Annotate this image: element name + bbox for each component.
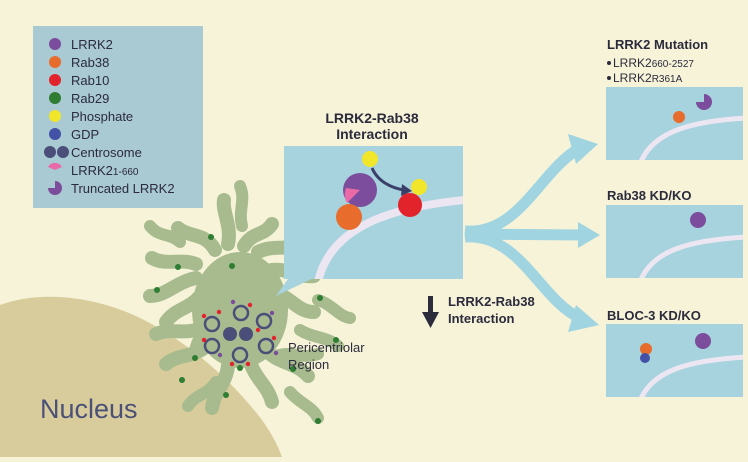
mutation-title: LRRK2 Mutation: [607, 37, 708, 52]
gdp-circle: [640, 353, 650, 363]
phosphate-circle: [411, 179, 427, 195]
lrrk2-fragment: [344, 188, 360, 203]
decrease-label: Interaction: [448, 311, 515, 326]
decrease-label: LRRK2-Rab38: [448, 294, 535, 309]
golgi-region: [143, 180, 356, 424]
pericentriolar-label: Pericentriolar: [288, 340, 365, 355]
rab10-protein: [398, 193, 422, 217]
rab29-dots: [154, 234, 339, 424]
centrosome-icon: [44, 146, 56, 158]
legend-label: Phosphate: [71, 109, 133, 124]
bullet-icon: [607, 76, 611, 80]
legend-label-sub: 1-660: [113, 167, 139, 178]
mutation-item-base: LRRK2: [613, 71, 652, 85]
branching-arrows: [464, 134, 600, 332]
legend-label: Rab29: [71, 91, 109, 106]
phosphorylation-arrow: [370, 167, 405, 192]
legend-label: Rab10: [71, 73, 109, 88]
truncated-lrrk2-icon: [696, 94, 712, 110]
lrrk2-protein: [695, 333, 711, 349]
rab38-icon: [49, 56, 61, 68]
pericentriolar-label: Region: [288, 357, 329, 372]
phosphate-circle: [362, 151, 378, 167]
rab38-protein: [673, 111, 685, 123]
mutation-item-sub: R361A: [652, 74, 683, 85]
pericentriolar-complex: [201, 299, 279, 367]
legend: LRRK2 Rab38 Rab10 Rab29 Phosphate GDP Ce…: [33, 26, 203, 208]
mutation-item: LRRK2660-2527: [613, 56, 694, 70]
legend-label: Centrosome: [71, 145, 142, 160]
membrane: [314, 196, 463, 279]
rab10-icon: [49, 74, 61, 86]
down-arrow-icon: [422, 312, 439, 328]
rab29-icon: [49, 92, 61, 104]
down-arrow-icon: [428, 296, 433, 313]
membrane: [639, 234, 743, 278]
centrosome-icon: [223, 327, 237, 341]
rab38-protein: [640, 343, 652, 355]
truncated-lrrk2-icon: [48, 181, 62, 195]
lrrk2-protein: [690, 212, 706, 228]
bullet-icon: [607, 61, 611, 65]
mutation-item: LRRK2R361A: [613, 71, 683, 85]
bloc3-kd-title: BLOC-3 KD/KO: [607, 308, 701, 323]
legend-box: [33, 26, 203, 208]
membrane: [639, 354, 743, 397]
interaction-panel: [284, 146, 463, 279]
arrowhead-icon: [401, 184, 412, 196]
legend-label-base: LRRK2: [71, 163, 113, 178]
center-title: LRRK2-Rab38: [325, 110, 419, 126]
rab38-protein: [336, 204, 362, 230]
center-title: Interaction: [336, 126, 408, 142]
rab38-kd-title: Rab38 KD/KO: [607, 188, 692, 203]
legend-label: GDP: [71, 127, 99, 142]
membrane: [639, 115, 743, 160]
legend-label: LRRK21-660: [71, 163, 139, 178]
centrosome-icon: [57, 146, 69, 158]
mutation-item-sub: 660-2527: [652, 59, 695, 70]
phosphate-icon: [49, 110, 61, 122]
mutation-item-base: LRRK2: [613, 56, 652, 70]
rab38-kd-panel: Rab38 KD/KO: [606, 188, 743, 278]
nucleus-shape: [0, 296, 282, 457]
lrrk2-fragment-icon: [48, 162, 62, 170]
gdp-icon: [49, 128, 61, 140]
legend-label: Rab38: [71, 55, 109, 70]
lrrk2-icon: [49, 38, 61, 50]
mutation-panel: LRRK2 Mutation LRRK2660-2527 LRRK2R361A: [606, 37, 743, 160]
nucleus-label: Nucleus: [40, 394, 138, 424]
bloc3-kd-panel: BLOC-3 KD/KO: [606, 308, 743, 397]
centrosome-icon: [239, 327, 253, 341]
legend-label: Truncated LRRK2: [71, 181, 175, 196]
legend-label: LRRK2: [71, 37, 113, 52]
